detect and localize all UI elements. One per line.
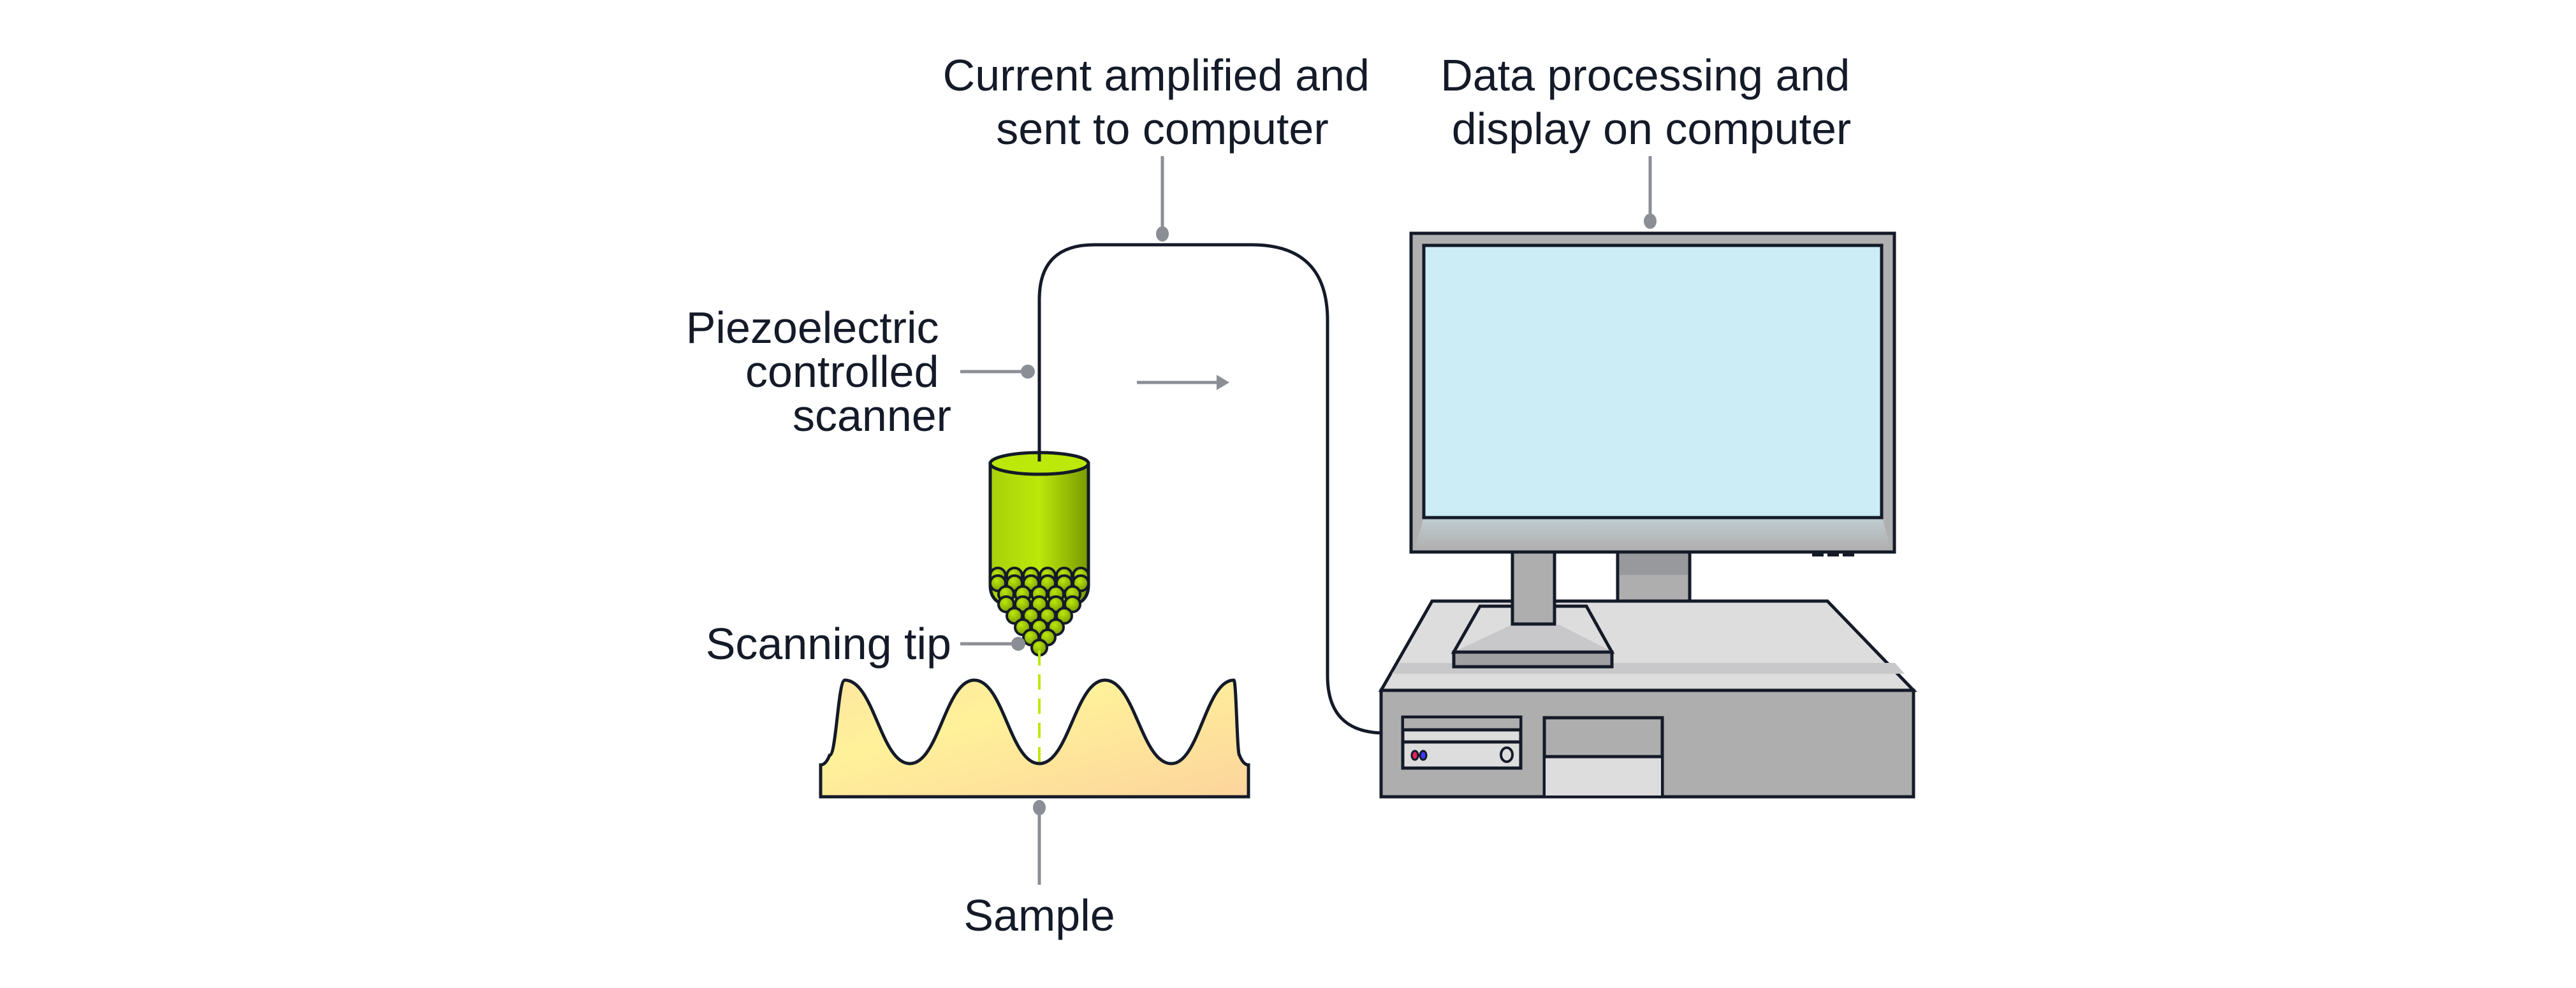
monitor-chin: [1415, 518, 1891, 548]
power-button-icon: [1500, 746, 1514, 763]
sample-surface: [819, 678, 1250, 799]
drive-bay: [1401, 715, 1523, 770]
label-data-processing: Data processing and display on computer: [1440, 50, 1862, 154]
leader-scanner: [960, 365, 1035, 379]
computer-monitor: [1409, 231, 1896, 627]
label-scanning-tip: Scanning tip: [706, 619, 951, 669]
label-scanner: Piezoelectric controlled scanner: [686, 303, 951, 440]
monitor-neck-lower: [1511, 550, 1556, 626]
monitor-foot-front: [1452, 650, 1614, 669]
monitor-screen: [1422, 243, 1884, 519]
leader-sample: [1033, 800, 1046, 885]
expansion-bay: [1542, 716, 1664, 799]
signal-cable: [1037, 243, 1386, 735]
label-current: Current amplified and sent to computer: [943, 50, 1382, 154]
scan-direction-arrow: [1137, 375, 1229, 390]
label-sample: Sample: [963, 890, 1115, 940]
leader-tip: [960, 637, 1025, 651]
monitor-foot-shade: [1456, 625, 1611, 651]
activity-led-icon: [1419, 750, 1428, 761]
desktop-computer-case: [1378, 550, 1917, 799]
monitor-neck-shadow: [1620, 553, 1688, 575]
power-led-icon: [1410, 750, 1419, 761]
leader-current: [1156, 156, 1169, 242]
leader-data-processing: [1644, 156, 1657, 229]
scanning-tip-atoms: [989, 567, 1090, 657]
